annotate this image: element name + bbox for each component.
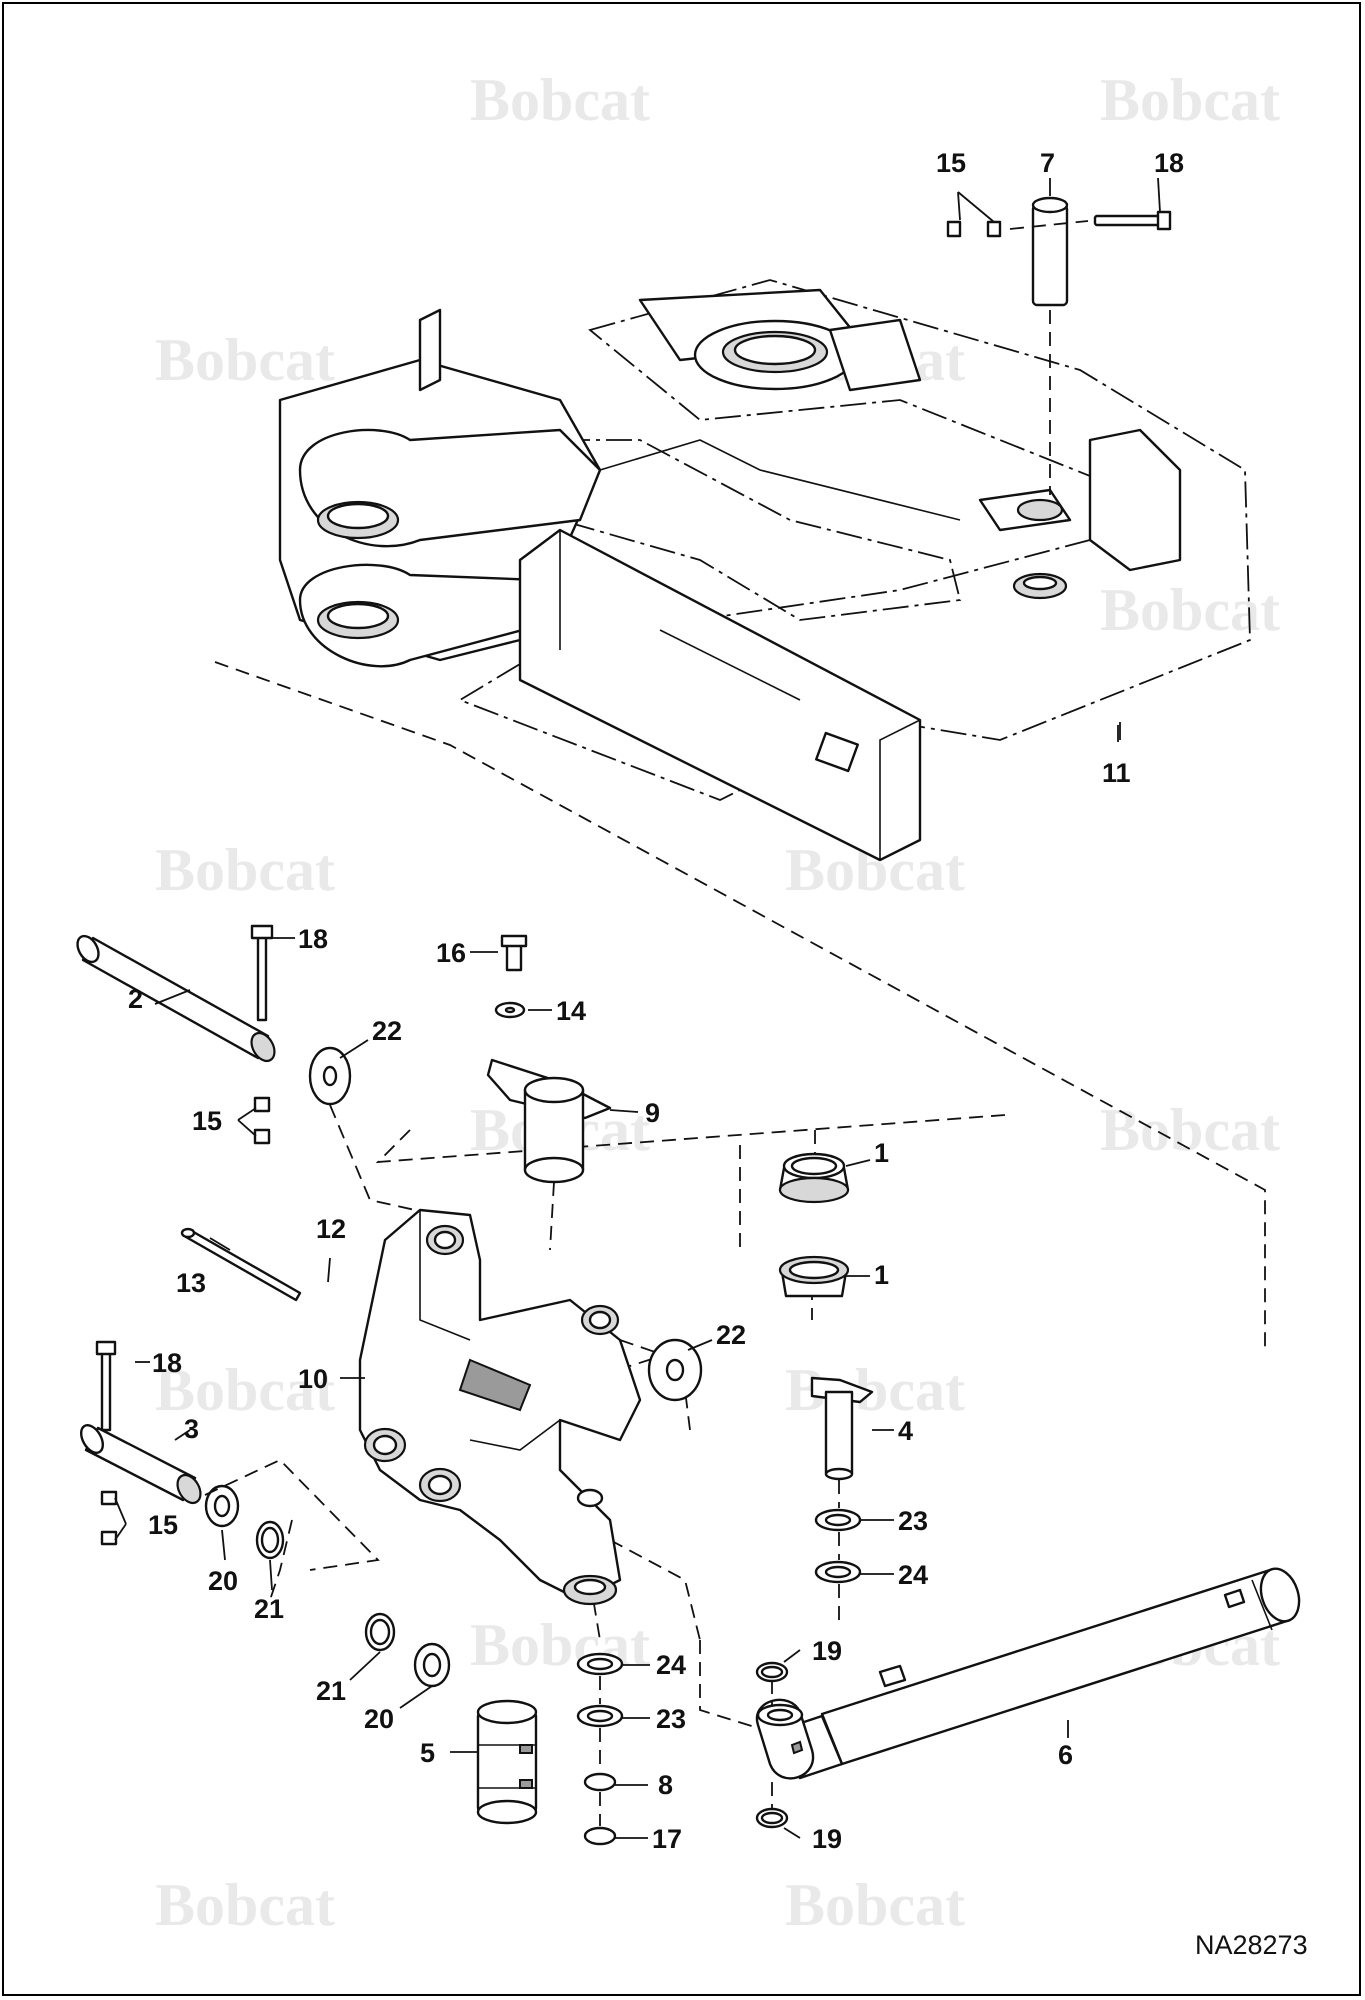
callout-12: 12 bbox=[316, 1214, 346, 1244]
callout-24-right: 24 bbox=[898, 1560, 928, 1590]
svg-text:Bobcat: Bobcat bbox=[470, 1612, 650, 1678]
pin-2-assembly bbox=[76, 924, 416, 1211]
watermark-6: Bobcat bbox=[1100, 577, 1280, 643]
bushing-9-assembly bbox=[486, 934, 612, 1251]
watermark-16: Bobcat bbox=[785, 1872, 965, 1938]
callout-1-upper: 1 bbox=[874, 1138, 889, 1168]
callout-9: 9 bbox=[645, 1098, 660, 1128]
callout-8: 8 bbox=[658, 1770, 673, 1800]
callout-14: 14 bbox=[556, 996, 586, 1026]
svg-text:Bobcat: Bobcat bbox=[1100, 577, 1280, 643]
drawing-reference-number: NA28273 bbox=[1195, 1930, 1308, 1960]
callout-17: 17 bbox=[652, 1824, 682, 1854]
callout-7: 7 bbox=[1040, 148, 1055, 178]
watermark-7: Bobcat bbox=[155, 837, 335, 903]
callout-22-right: 22 bbox=[716, 1320, 746, 1350]
svg-text:Bobcat: Bobcat bbox=[470, 67, 650, 133]
callout-13: 13 bbox=[176, 1268, 206, 1298]
rod-13-assembly bbox=[180, 1227, 331, 1302]
top-pin-assembly bbox=[946, 196, 1172, 495]
callout-21-upper: 21 bbox=[254, 1594, 284, 1624]
leader-lines bbox=[114, 177, 1161, 1839]
callout-5: 5 bbox=[420, 1738, 435, 1768]
svg-text:Bobcat: Bobcat bbox=[155, 1357, 335, 1423]
callout-15-lower: 15 bbox=[148, 1510, 178, 1540]
watermark-3: Bobcat bbox=[155, 327, 335, 393]
callout-2: 2 bbox=[128, 984, 143, 1014]
svg-text:Bobcat: Bobcat bbox=[155, 327, 335, 393]
callout-18-lower: 18 bbox=[152, 1348, 182, 1378]
watermark-15: Bobcat bbox=[155, 1872, 335, 1938]
callout-20-upper: 20 bbox=[208, 1566, 238, 1596]
svg-text:Bobcat: Bobcat bbox=[785, 1872, 965, 1938]
callout-19-lower: 19 bbox=[812, 1824, 842, 1854]
cylinder-6-assembly bbox=[699, 1567, 1301, 1829]
svg-text:Bobcat: Bobcat bbox=[155, 1872, 335, 1938]
swing-frame-body bbox=[358, 1208, 642, 1606]
callout-6: 6 bbox=[1058, 1740, 1073, 1770]
pin-4-assembly bbox=[810, 1376, 874, 1620]
callout-4: 4 bbox=[898, 1416, 913, 1446]
watermark-10: Bobcat bbox=[1100, 1097, 1280, 1163]
upper-frame bbox=[278, 279, 1251, 862]
watermark-11: Bobcat bbox=[155, 1357, 335, 1423]
callout-20-lower: 20 bbox=[364, 1704, 394, 1734]
watermark-1: Bobcat bbox=[470, 67, 650, 133]
callout-11: 11 bbox=[1102, 758, 1131, 788]
callout-19-upper: 19 bbox=[812, 1636, 842, 1666]
callout-18-top: 18 bbox=[1154, 148, 1184, 178]
svg-text:Bobcat: Bobcat bbox=[155, 837, 335, 903]
callout-21-lower: 21 bbox=[316, 1676, 346, 1706]
pin-3-assembly bbox=[79, 1340, 451, 1688]
callout-10: 10 bbox=[298, 1364, 328, 1394]
bushing-1-assembly bbox=[778, 1152, 850, 1298]
callout-22-left: 22 bbox=[372, 1016, 402, 1046]
callout-labels: 7 15 18 11 18 2 22 15 16 14 9 1 1 12 13 … bbox=[128, 148, 1308, 1960]
callout-15-top: 15 bbox=[936, 148, 966, 178]
callout-18-left: 18 bbox=[298, 924, 328, 954]
callout-23-lower: 23 bbox=[656, 1704, 686, 1734]
pin-5-assembly bbox=[476, 1652, 624, 1846]
watermark-13: Bobcat bbox=[470, 1612, 650, 1678]
callout-23-right: 23 bbox=[898, 1506, 928, 1536]
watermark-2: Bobcat bbox=[1100, 67, 1280, 133]
callout-15-left: 15 bbox=[192, 1106, 222, 1136]
callout-24-lower: 24 bbox=[656, 1650, 686, 1680]
callout-16: 16 bbox=[436, 938, 466, 968]
svg-text:Bobcat: Bobcat bbox=[1100, 67, 1280, 133]
washer-22-right bbox=[619, 1338, 703, 1402]
callout-3: 3 bbox=[184, 1414, 199, 1444]
svg-text:Bobcat: Bobcat bbox=[1100, 1097, 1280, 1163]
callout-1-lower: 1 bbox=[874, 1260, 889, 1290]
